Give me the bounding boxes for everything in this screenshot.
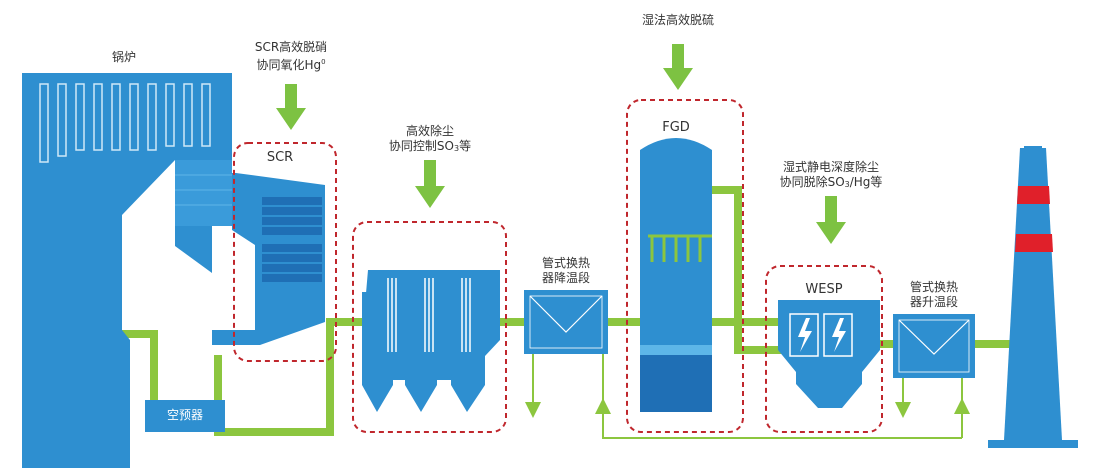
scr-label: SCR: [266, 150, 294, 165]
scr-note-line1: SCR高效脱硝: [254, 40, 328, 54]
tubular-hx-heating: [893, 314, 975, 378]
esp-note-line2: 协同控制SO3等: [388, 139, 472, 153]
boiler-label: 锅炉: [112, 50, 137, 64]
scr-dashed-frame: [233, 142, 337, 362]
water-lines: [525, 352, 970, 439]
tubular-hx-cooling: [524, 290, 608, 354]
wesp-label: WESP: [805, 282, 843, 297]
chimney: [988, 146, 1078, 448]
esp-note-line1: 高效除尘: [405, 124, 454, 138]
scr-reactor: [212, 173, 325, 345]
scr-note: SCR高效脱硝 协同氧化Hg0: [255, 40, 327, 73]
boiler: [22, 73, 232, 468]
wesp-note-line2: 协同脱除SO3/Hg等: [779, 175, 883, 189]
scr-note-line2: 协同氧化Hg0: [256, 58, 326, 72]
air-preheater: [145, 400, 225, 432]
down-arrow-icon: [816, 196, 846, 244]
fgd-tower: [640, 138, 712, 412]
hx-cooling-label: 管式换热 器降温段: [541, 256, 591, 285]
fgd-label: FGD: [662, 120, 690, 135]
down-arrow-icon: [276, 84, 306, 130]
esp: [362, 270, 500, 412]
wesp: [778, 300, 880, 408]
wesp-note: 湿式静电深度除尘 协同脱除SO3/Hg等: [780, 160, 883, 192]
esp-dashed-frame: [352, 221, 507, 433]
lightning-icon: [832, 318, 846, 352]
down-arrow-icon: [415, 160, 445, 208]
hx-heating-label: 管式换热 器升温段: [909, 280, 959, 309]
boiler-tubes: [39, 83, 211, 163]
lightning-icon: [798, 318, 812, 352]
wesp-note-line1: 湿式静电深度除尘: [782, 160, 880, 174]
down-arrow-icons: [276, 44, 846, 244]
esp-note: 高效除尘 协同控制SO3等: [389, 124, 471, 156]
fgd-dashed-frame: [626, 99, 744, 433]
air-preheater-label: 空预器: [166, 408, 204, 422]
fgd-note: 湿法高效脱硫: [641, 13, 715, 27]
down-arrow-icon: [663, 44, 693, 90]
